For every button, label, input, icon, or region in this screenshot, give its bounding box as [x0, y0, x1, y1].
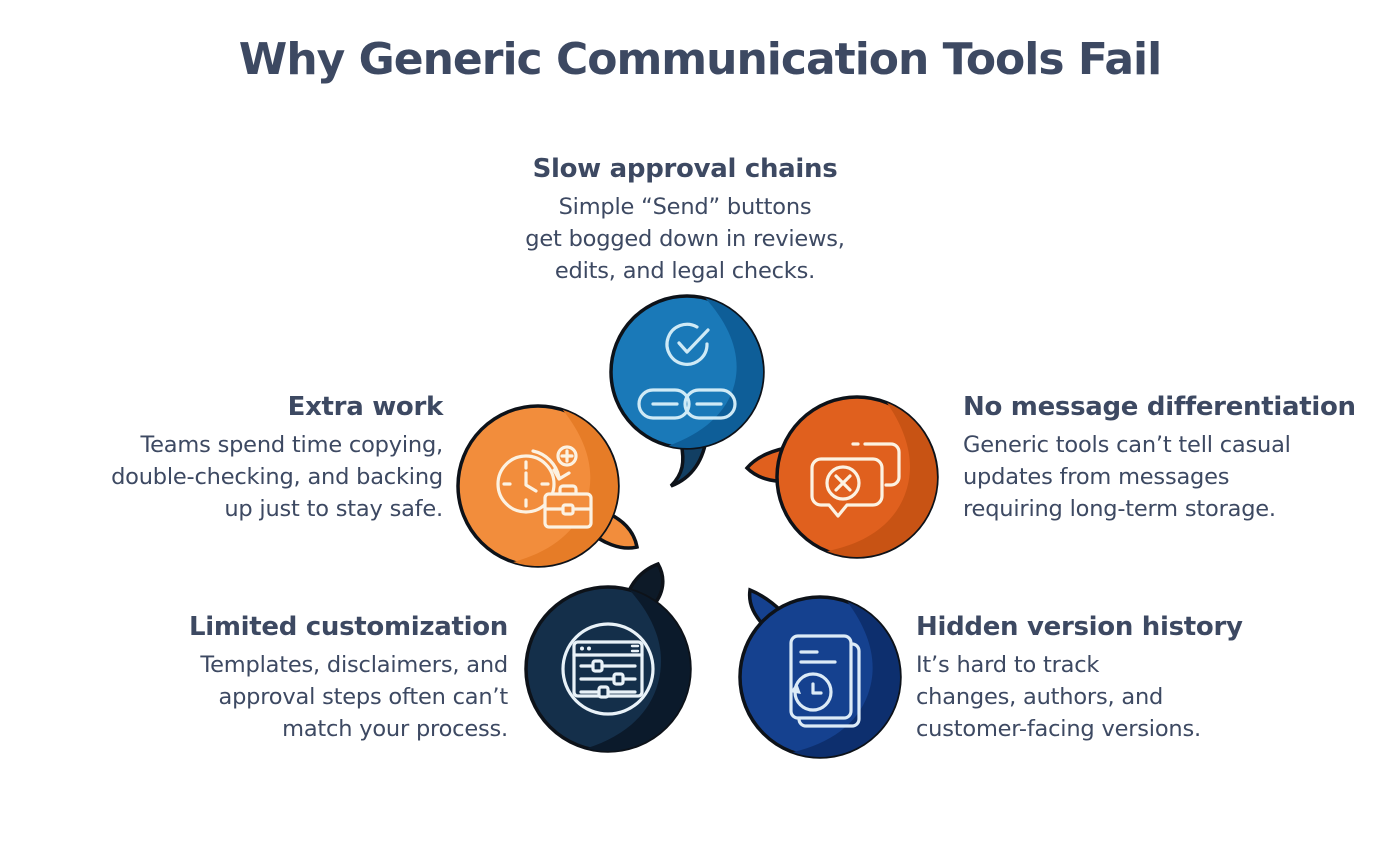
- bubble-slow-approval-chains: [609, 294, 765, 488]
- messages-x-icon: [810, 442, 901, 518]
- sliders-window-icon: [561, 622, 655, 716]
- bubble-no-message-differentiation: [744, 395, 939, 559]
- caption-body: Templates, disclaimers, and approval ste…: [200, 652, 508, 742]
- bubble-shade: [586, 589, 690, 751]
- caption-limited-customization: Limited customization Templates, disclai…: [68, 612, 508, 746]
- caption-body: It’s hard to track changes, authors, and…: [916, 652, 1201, 742]
- caption-slow-approval-chains: Slow approval chains Simple “Send” butto…: [455, 154, 915, 288]
- bubble-shade: [792, 601, 900, 757]
- bubble-shade: [668, 298, 764, 449]
- caption-heading: Extra work: [287, 392, 444, 422]
- check-link-icon: [637, 322, 737, 420]
- clock-briefcase-icon: [496, 445, 593, 529]
- caption-heading: Hidden version history: [916, 612, 1243, 642]
- caption-extra-work: Extra work Teams spend time copying, dou…: [23, 392, 443, 526]
- caption-no-message-differentiation: No message differentiation Generic tools…: [963, 392, 1393, 526]
- caption-body: Generic tools can’t tell casual updates …: [963, 432, 1291, 522]
- bubble-shade: [827, 402, 937, 557]
- caption-heading: Limited customization: [189, 612, 508, 642]
- bubble-extra-work: [456, 404, 640, 568]
- doc-history-icon: [789, 634, 861, 728]
- caption-heading: No message differentiation: [963, 392, 1356, 422]
- caption-body: Simple “Send” buttons get bogged down in…: [525, 194, 845, 284]
- bubble-hidden-version-history: [738, 587, 902, 759]
- caption-body: Teams spend time copying, double-checkin…: [111, 432, 443, 522]
- caption-heading: Slow approval chains: [532, 154, 838, 184]
- bubble-limited-customization: [524, 561, 692, 753]
- page-title: Why Generic Communication Tools Fail: [238, 34, 1162, 85]
- bubble-shade: [513, 409, 618, 566]
- caption-hidden-version-history: Hidden version history It’s hard to trac…: [916, 612, 1346, 746]
